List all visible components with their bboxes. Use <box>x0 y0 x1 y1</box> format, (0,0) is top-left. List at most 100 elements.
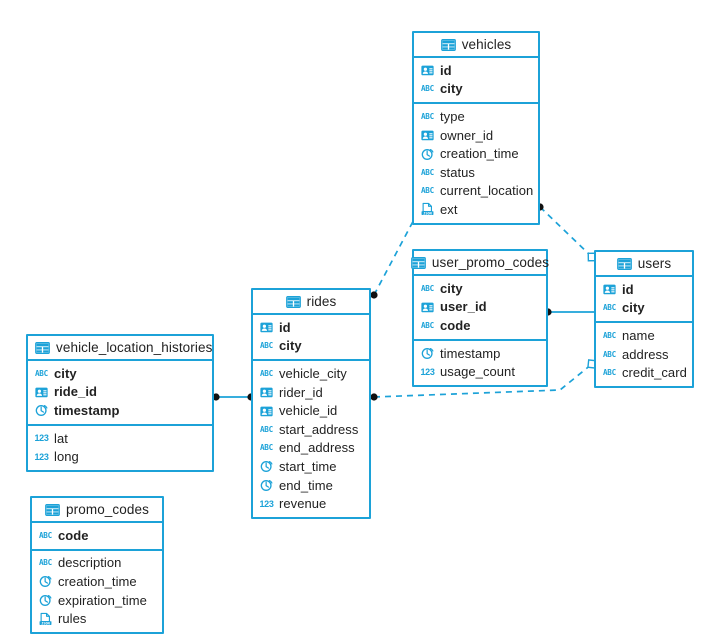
column-name: type <box>440 108 465 124</box>
abc-string-icon: ABC <box>602 303 617 313</box>
column-name: expiration_time <box>58 592 147 608</box>
table-header-user_promo_codes[interactable]: user_promo_codes <box>411 251 550 276</box>
column-row-vehicle_city[interactable]: ABC vehicle_city <box>253 364 369 383</box>
column-name: owner_id <box>440 127 494 143</box>
abc-string-icon: ABC <box>420 84 435 94</box>
clock-icon <box>421 348 434 360</box>
id-card-icon <box>421 130 434 141</box>
column-name: rider_id <box>279 384 323 400</box>
abc-string-icon: ABC <box>259 341 274 351</box>
column-row-vehicle_id[interactable]: vehicle_id <box>253 401 369 420</box>
table-title: user_promo_codes <box>431 255 550 270</box>
column-row-creation_time[interactable]: creation_time <box>414 144 538 163</box>
id-card-icon <box>35 387 48 398</box>
abc-string-icon: ABC <box>259 424 274 434</box>
primary-key-row-ride_id[interactable]: ride_id <box>28 383 212 402</box>
abc-string-icon: ABC <box>602 330 617 340</box>
id-card-icon <box>260 387 273 398</box>
column-name: city <box>622 300 645 316</box>
column-row-start_time[interactable]: start_time <box>253 457 369 476</box>
column-name: status <box>440 164 475 180</box>
table-grid-icon <box>285 295 301 308</box>
column-row-end_time[interactable]: end_time <box>253 476 369 495</box>
column-row-expiration_time[interactable]: expiration_time <box>32 591 162 610</box>
primary-key-row-city[interactable]: ABC city <box>596 299 692 318</box>
column-name: vehicle_city <box>279 365 347 381</box>
id-card-icon <box>603 284 616 295</box>
table-header-promo_codes[interactable]: promo_codes <box>32 498 162 523</box>
column-row-timestamp[interactable]: timestamp <box>414 344 546 363</box>
table-title: rides <box>306 294 337 309</box>
column-name: end_time <box>279 477 333 493</box>
column-name: timestamp <box>54 402 120 418</box>
column-row-owner_id[interactable]: owner_id <box>414 126 538 145</box>
primary-key-row-id[interactable]: id <box>414 61 538 80</box>
table-header-users[interactable]: users <box>596 252 692 277</box>
column-name: vehicle_id <box>279 403 338 419</box>
abc-string-icon: ABC <box>34 368 49 378</box>
abc-string-icon: ABC <box>602 368 617 378</box>
abc-string-icon: ABC <box>38 558 53 568</box>
column-row-credit_card[interactable]: ABC credit_card <box>596 363 692 382</box>
primary-key-row-timestamp[interactable]: timestamp <box>28 401 212 420</box>
table-grid-icon <box>616 257 632 270</box>
column-row-rider_id[interactable]: rider_id <box>253 383 369 402</box>
table-grid-icon <box>45 503 60 516</box>
123-number-icon: 123 <box>34 433 49 444</box>
primary-key-row-city[interactable]: ABC city <box>414 80 538 99</box>
primary-key-row-id[interactable]: id <box>596 280 692 299</box>
abc-string-icon: ABC <box>259 368 274 378</box>
column-name: address <box>622 346 669 362</box>
column-name: credit_card <box>622 365 687 381</box>
column-row-creation_time[interactable]: creation_time <box>32 572 162 591</box>
abc-string-icon: ABC <box>420 320 435 330</box>
table-header-vehicle_location_histories[interactable]: vehicle_location_histories <box>28 336 212 361</box>
column-name: description <box>58 555 122 571</box>
column-name: city <box>440 81 463 97</box>
relationship-endpoint-dot <box>370 291 378 299</box>
table-header-vehicles[interactable]: vehicles <box>414 33 538 58</box>
column-row-description[interactable]: ABC description <box>32 554 162 573</box>
primary-key-row-user_id[interactable]: user_id <box>414 298 546 317</box>
primary-key-row-id[interactable]: id <box>253 318 369 337</box>
json-document-icon: JSON <box>421 203 434 216</box>
id-card-icon <box>260 322 273 333</box>
column-name: rules <box>58 611 87 627</box>
column-name: city <box>279 338 302 354</box>
primary-key-row-city[interactable]: ABC city <box>253 337 369 356</box>
clock-icon <box>39 595 52 607</box>
column-name: revenue <box>279 496 327 512</box>
table-header-rides[interactable]: rides <box>253 290 369 315</box>
column-name: timestamp <box>440 345 501 361</box>
